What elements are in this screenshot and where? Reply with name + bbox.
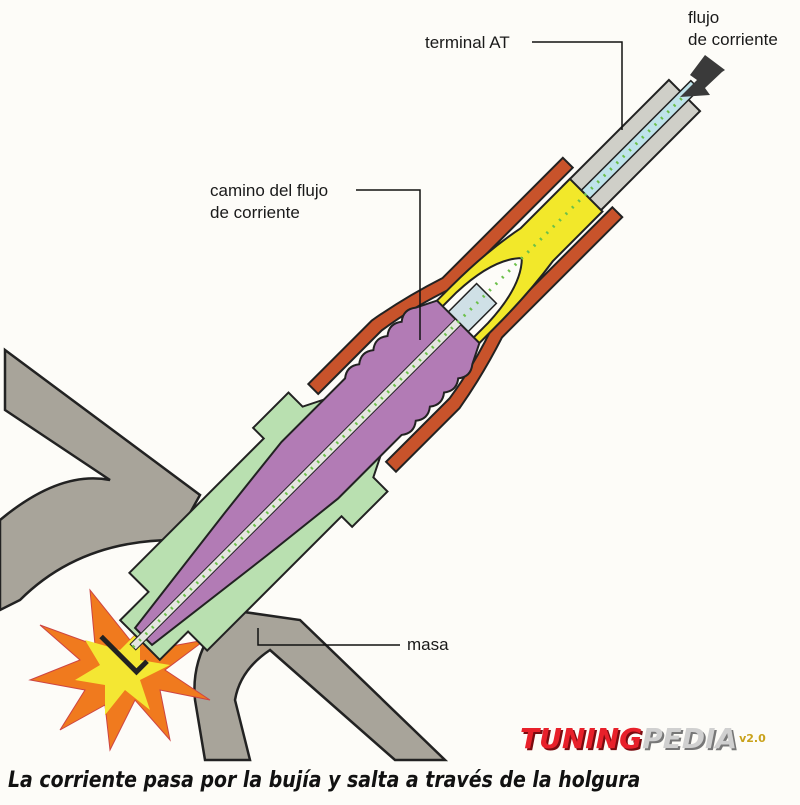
terminal-connector bbox=[428, 177, 604, 352]
label-ground: masa bbox=[407, 635, 449, 654]
label-current-flow-1: flujo bbox=[688, 8, 720, 27]
caption: La corriente pasa por la bujía y salta a… bbox=[8, 768, 641, 793]
spark-plug bbox=[99, 78, 702, 676]
label-flow-path-2: de corriente bbox=[210, 203, 300, 222]
current-path bbox=[131, 87, 693, 649]
label-terminal: terminal AT bbox=[425, 33, 510, 52]
leader-lines bbox=[257, 41, 623, 646]
logo-part1: TUNING bbox=[520, 722, 643, 755]
label-current-flow-2: de corriente bbox=[688, 30, 778, 49]
boot bbox=[306, 156, 624, 474]
logo-version: v2.0 bbox=[739, 732, 766, 745]
ground-electrode bbox=[99, 634, 149, 676]
current-flow-arrow bbox=[680, 55, 725, 97]
logo-part2: PEDIA bbox=[642, 722, 738, 755]
label-flow-path-1: camino del flujo bbox=[210, 181, 329, 200]
